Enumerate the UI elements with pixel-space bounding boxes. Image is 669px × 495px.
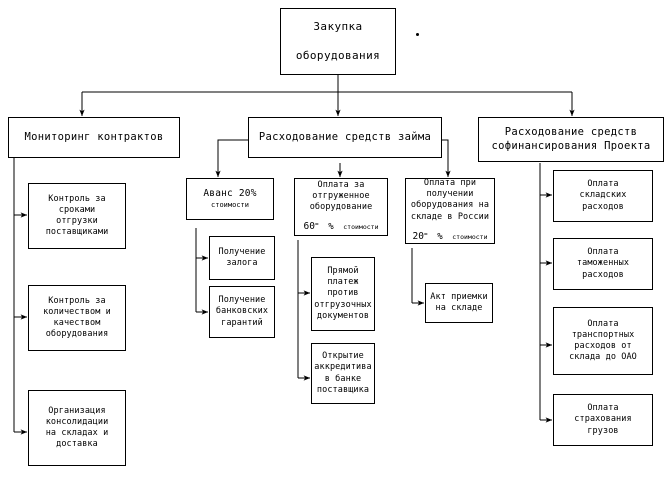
text-line: залога xyxy=(226,258,258,268)
text-line: Организация xyxy=(48,405,106,416)
text-line: Оплата xyxy=(587,318,619,329)
percent-superscript: = xyxy=(423,230,428,238)
node-cargo-insurance-payment: Оплата страхования грузов xyxy=(553,394,653,446)
advance-subtitle: стоимости xyxy=(211,200,249,209)
text-line: страхования xyxy=(574,414,632,425)
loan-funds-label: Расходование средств займа xyxy=(258,130,432,143)
node-monitoring-contracts: Мониторинг контрактов xyxy=(8,117,180,158)
node-receive-collateral: Получение залога xyxy=(209,236,275,280)
text-line: расходов от xyxy=(574,341,632,351)
text-line: складе в России xyxy=(410,211,490,222)
node-control-shipment-deadlines: Контроль за сроками отгрузки поставщикам… xyxy=(28,183,126,249)
text-line: консолидации xyxy=(45,416,109,427)
text-line: оборудования xyxy=(45,329,109,340)
text-line: грузов xyxy=(587,425,619,436)
text-line: поставщиками xyxy=(45,227,109,238)
percent-sign: % xyxy=(437,231,443,242)
text-line: банковских xyxy=(215,306,269,317)
cofinance-label-line-1: Расходование средств xyxy=(504,125,638,138)
text-line: расходов xyxy=(582,269,624,280)
text-line: гарантий xyxy=(221,317,263,328)
text-line: складских xyxy=(579,190,627,201)
node-control-quantity-quality: Контроль за количеством и качеством обор… xyxy=(28,285,126,351)
text-line: Оплата xyxy=(587,403,619,414)
text-line: получении xyxy=(426,189,474,200)
text-line: против xyxy=(327,288,359,299)
text-line: платеж xyxy=(327,277,359,288)
root-line-2: оборудования xyxy=(295,48,381,62)
percent-superscript: = xyxy=(314,221,319,229)
text-line: Открытие xyxy=(322,351,364,362)
node-cofinance-funds-spending: Расходование средств софинансирования Пр… xyxy=(478,117,664,162)
percent-of-cost: 20= % стоимости xyxy=(412,223,487,244)
percent-sign: % xyxy=(328,222,334,233)
text-line: Оплата xyxy=(587,179,619,190)
text-line: в банке xyxy=(324,373,362,384)
node-warehouse-consolidation: Организация консолидации на складах и до… xyxy=(28,390,126,466)
node-direct-payment-against-docs: Прямой платеж против отгрузочных докумен… xyxy=(311,257,375,331)
node-open-letter-of-credit: Открытие аккредитива в банке поставщика xyxy=(311,343,375,404)
node-transport-costs-payment: Оплата транспортных расходов от склада д… xyxy=(553,307,653,375)
text-line: на складах и xyxy=(45,428,109,438)
text-line: оборудование xyxy=(309,202,373,213)
node-root-procurement: Закупка оборудования xyxy=(280,8,396,75)
percent-number: 20 xyxy=(412,230,424,242)
node-payment-on-receipt-russia: Оплата при получении оборудования на скл… xyxy=(405,178,495,244)
text-line: поставщика xyxy=(316,384,370,395)
percent-of-cost: 60= % стоимости xyxy=(303,213,378,234)
stray-mark xyxy=(416,33,419,36)
text-line: Прямой xyxy=(327,265,359,276)
node-warehouse-costs-payment: Оплата складских расходов xyxy=(553,170,653,222)
cofinance-label-line-2: софинансирования Проекта xyxy=(491,139,651,152)
node-advance-payment: Аванс 20% стоимости xyxy=(186,178,274,220)
percent-word: стоимости xyxy=(343,223,379,232)
text-line: Контроль за xyxy=(48,193,106,204)
text-line: оборудования на xyxy=(410,200,490,211)
text-line: отгрузочных xyxy=(314,299,372,310)
node-payment-shipped-equipment: Оплата за отгруженное оборудование 60= %… xyxy=(294,178,388,236)
text-line: Оплата при xyxy=(423,178,477,189)
text-line: Акт приемки xyxy=(430,291,488,302)
monitoring-label: Мониторинг контрактов xyxy=(24,130,164,143)
percent-word: стоимости xyxy=(452,232,488,241)
text-line: Контроль за xyxy=(48,295,106,306)
text-line: Получение xyxy=(218,246,266,257)
text-line: аккредитива xyxy=(314,362,372,373)
text-line: Получение xyxy=(218,295,266,306)
text-line: отгруженное xyxy=(312,190,370,201)
text-line: склада до ОАО xyxy=(569,352,637,363)
root-line-1: Закупка xyxy=(313,19,363,33)
text-line: таможенных xyxy=(576,258,630,269)
text-line: доставка xyxy=(56,439,98,450)
text-line: количеством и xyxy=(43,306,111,317)
text-line: отгрузки xyxy=(56,216,98,226)
text-line: Оплата за xyxy=(317,179,365,190)
text-line: транспортных xyxy=(571,329,635,340)
text-line: расходов xyxy=(582,201,624,212)
node-loan-funds-spending: Расходование средств займа xyxy=(248,117,442,158)
text-line: сроками xyxy=(58,204,96,215)
node-customs-costs-payment: Оплата таможенных расходов xyxy=(553,238,653,290)
text-line: документов xyxy=(316,310,370,321)
text-line: Оплата xyxy=(587,247,619,258)
text-line: качеством xyxy=(53,318,101,328)
node-warehouse-acceptance-act: Акт приемки на складе xyxy=(425,283,493,323)
percent-number: 60 xyxy=(303,221,315,233)
advance-title: Аванс 20% xyxy=(203,188,257,200)
text-line: на складе xyxy=(435,303,483,313)
node-receive-bank-guarantees: Получение банковских гарантий xyxy=(209,286,275,338)
